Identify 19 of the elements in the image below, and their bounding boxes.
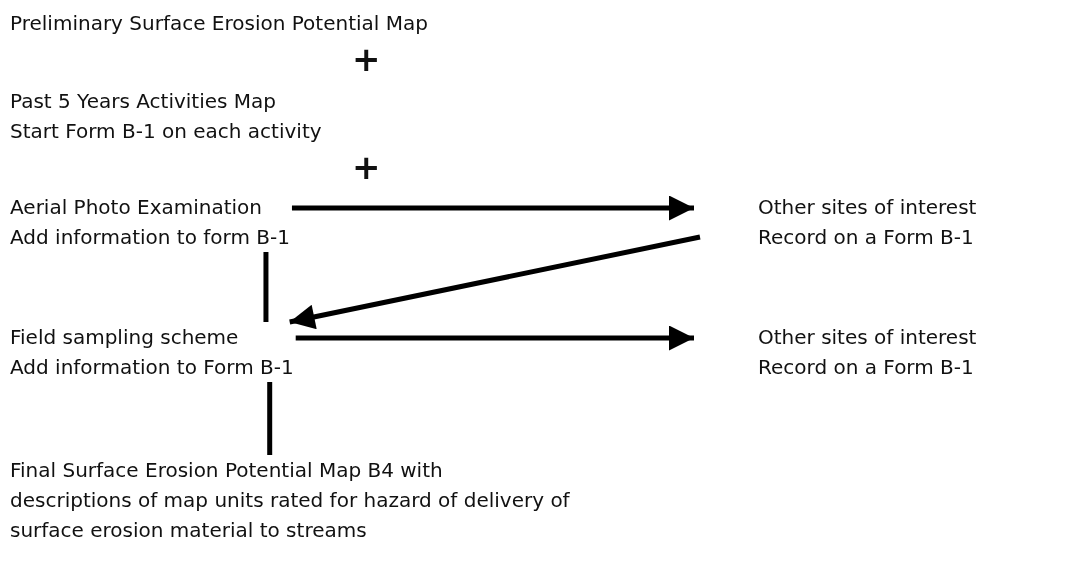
arrow [295, 325, 694, 351]
connector-line [263, 252, 269, 322]
arrow [289, 234, 701, 330]
node-text: Aerial Photo Examination [10, 194, 263, 221]
node-text: Add information to Form B-1 [10, 354, 294, 381]
node-text: Add information to form B-1 [10, 224, 290, 251]
node-text: Final Surface Erosion Potential Map B4 with descriptions of map units rated for hazard of delivery of surface erosion material to streams [10, 457, 570, 544]
arrow [291, 195, 694, 221]
node-text: Field sampling scheme [10, 324, 240, 351]
node-text: Preliminary Surface Erosion Potential Map [10, 10, 429, 37]
plus-sign: + [352, 150, 381, 184]
node-text: Start Form B-1 on each activity [10, 118, 323, 145]
node-text: Other sites of interest [758, 324, 978, 351]
node-text: Other sites of interest [758, 194, 978, 221]
node-text: Record on a Form B-1 [758, 224, 975, 251]
connector-line [267, 382, 273, 455]
node-text: Record on a Form B-1 [758, 354, 975, 381]
plus-sign: + [352, 42, 381, 76]
node-text: Past 5 Years Activities Map [10, 88, 278, 115]
